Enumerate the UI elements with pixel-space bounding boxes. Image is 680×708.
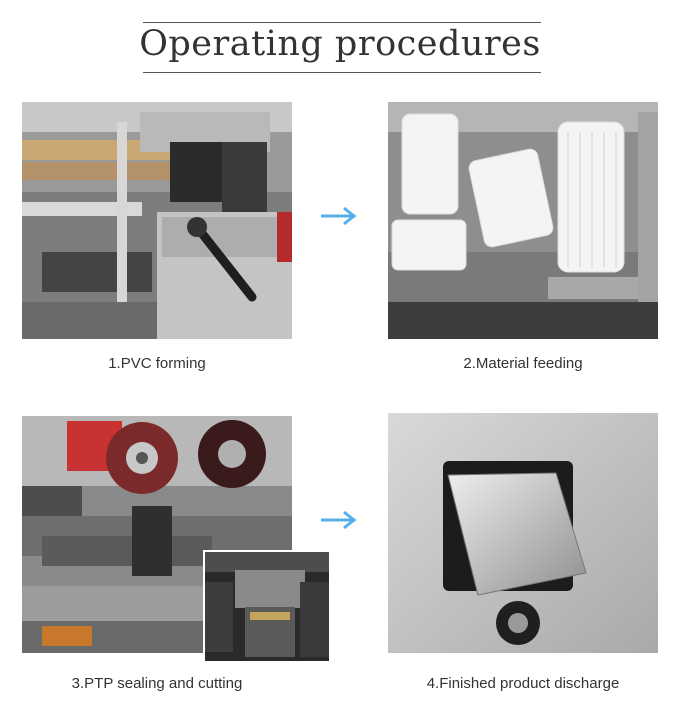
title-top-rule: [143, 22, 541, 23]
step-2-caption: 2.Material feeding: [463, 355, 583, 372]
page-title: Operating procedures: [139, 24, 541, 64]
pvc-forming-machine-photo: [22, 102, 292, 339]
step-1-caption: 1.PVC forming: [108, 355, 206, 372]
right-arrow-icon: [320, 510, 358, 535]
step-4-caption: 4.Finished product discharge: [426, 675, 620, 692]
sealing-closeup-inset-photo: [203, 550, 331, 663]
material-feeding-brushes-photo: [388, 102, 658, 339]
finished-product-discharge-chute-photo: [388, 413, 658, 653]
title-bottom-rule: [143, 72, 541, 73]
right-arrow-icon: [320, 206, 358, 231]
step-3-caption: 3.PTP sealing and cutting: [71, 675, 243, 692]
